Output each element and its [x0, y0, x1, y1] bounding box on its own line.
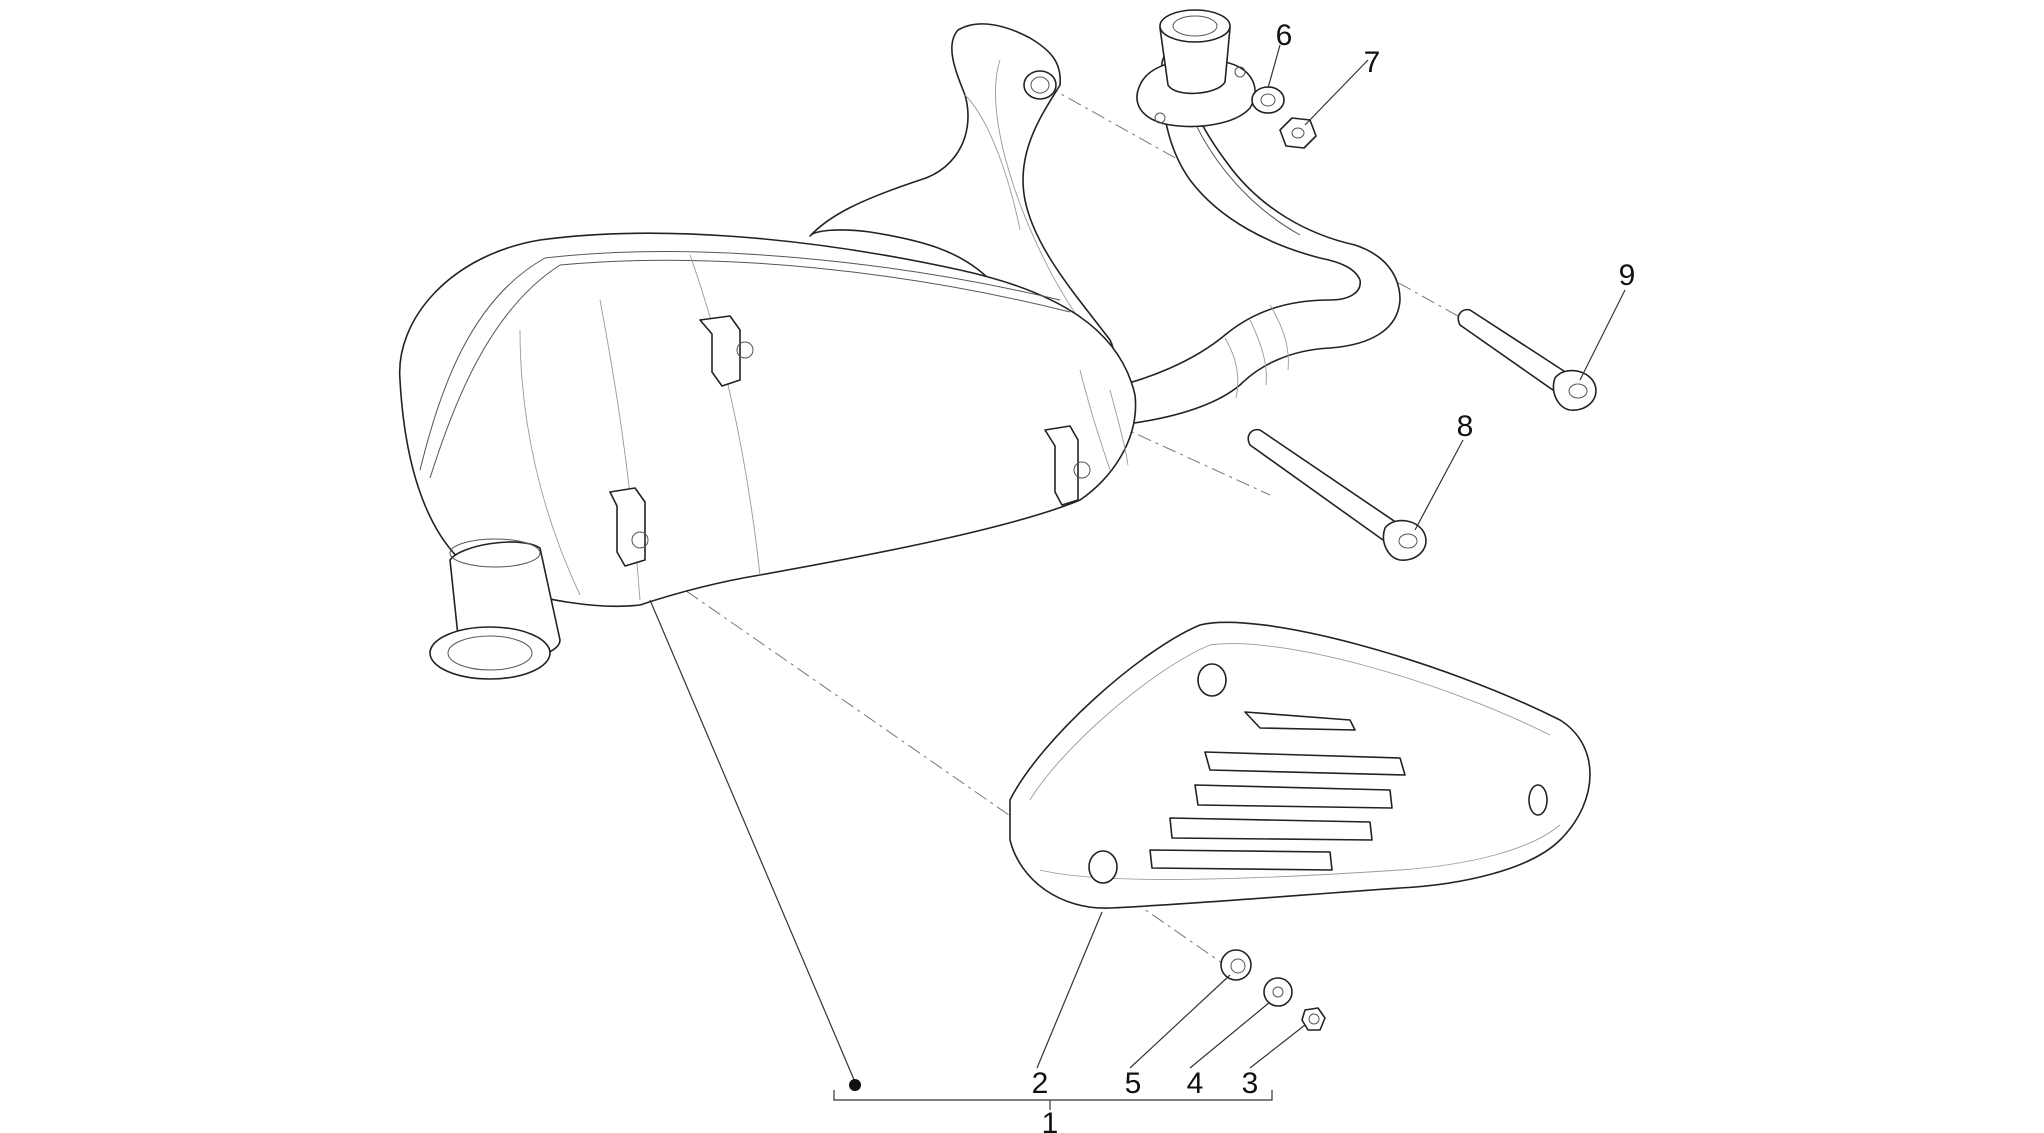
shield-clip	[1044, 425, 1091, 506]
callout-4: 4	[1187, 1067, 1204, 1100]
washer-4	[1263, 977, 1293, 1007]
bolt-9	[1457, 308, 1597, 411]
grommet-5	[1220, 949, 1252, 981]
bolt-8	[1247, 428, 1427, 561]
callout-labels: 1 2 3 4 5 6 7 8 9	[1032, 19, 1636, 1133]
callout-9: 9	[1619, 259, 1636, 292]
callout-8: 8	[1457, 410, 1474, 443]
shield-clip	[699, 315, 754, 387]
callout-1: 1	[1042, 1107, 1059, 1133]
gasket-6	[1251, 86, 1285, 114]
heat-shield	[1009, 621, 1591, 909]
callout-6: 6	[1276, 19, 1293, 52]
callout-dot	[849, 1079, 861, 1091]
callout-3: 3	[1242, 1067, 1259, 1100]
exhaust-muffler	[398, 9, 1401, 680]
nut-7	[1279, 117, 1317, 149]
screw-3	[1301, 1007, 1326, 1031]
callout-2: 2	[1032, 1067, 1049, 1100]
callout-5: 5	[1125, 1067, 1142, 1100]
callout-7: 7	[1364, 46, 1381, 79]
leader-lines	[649, 44, 1626, 1110]
shield-clip	[609, 487, 649, 567]
group-bracket	[833, 1090, 1273, 1101]
